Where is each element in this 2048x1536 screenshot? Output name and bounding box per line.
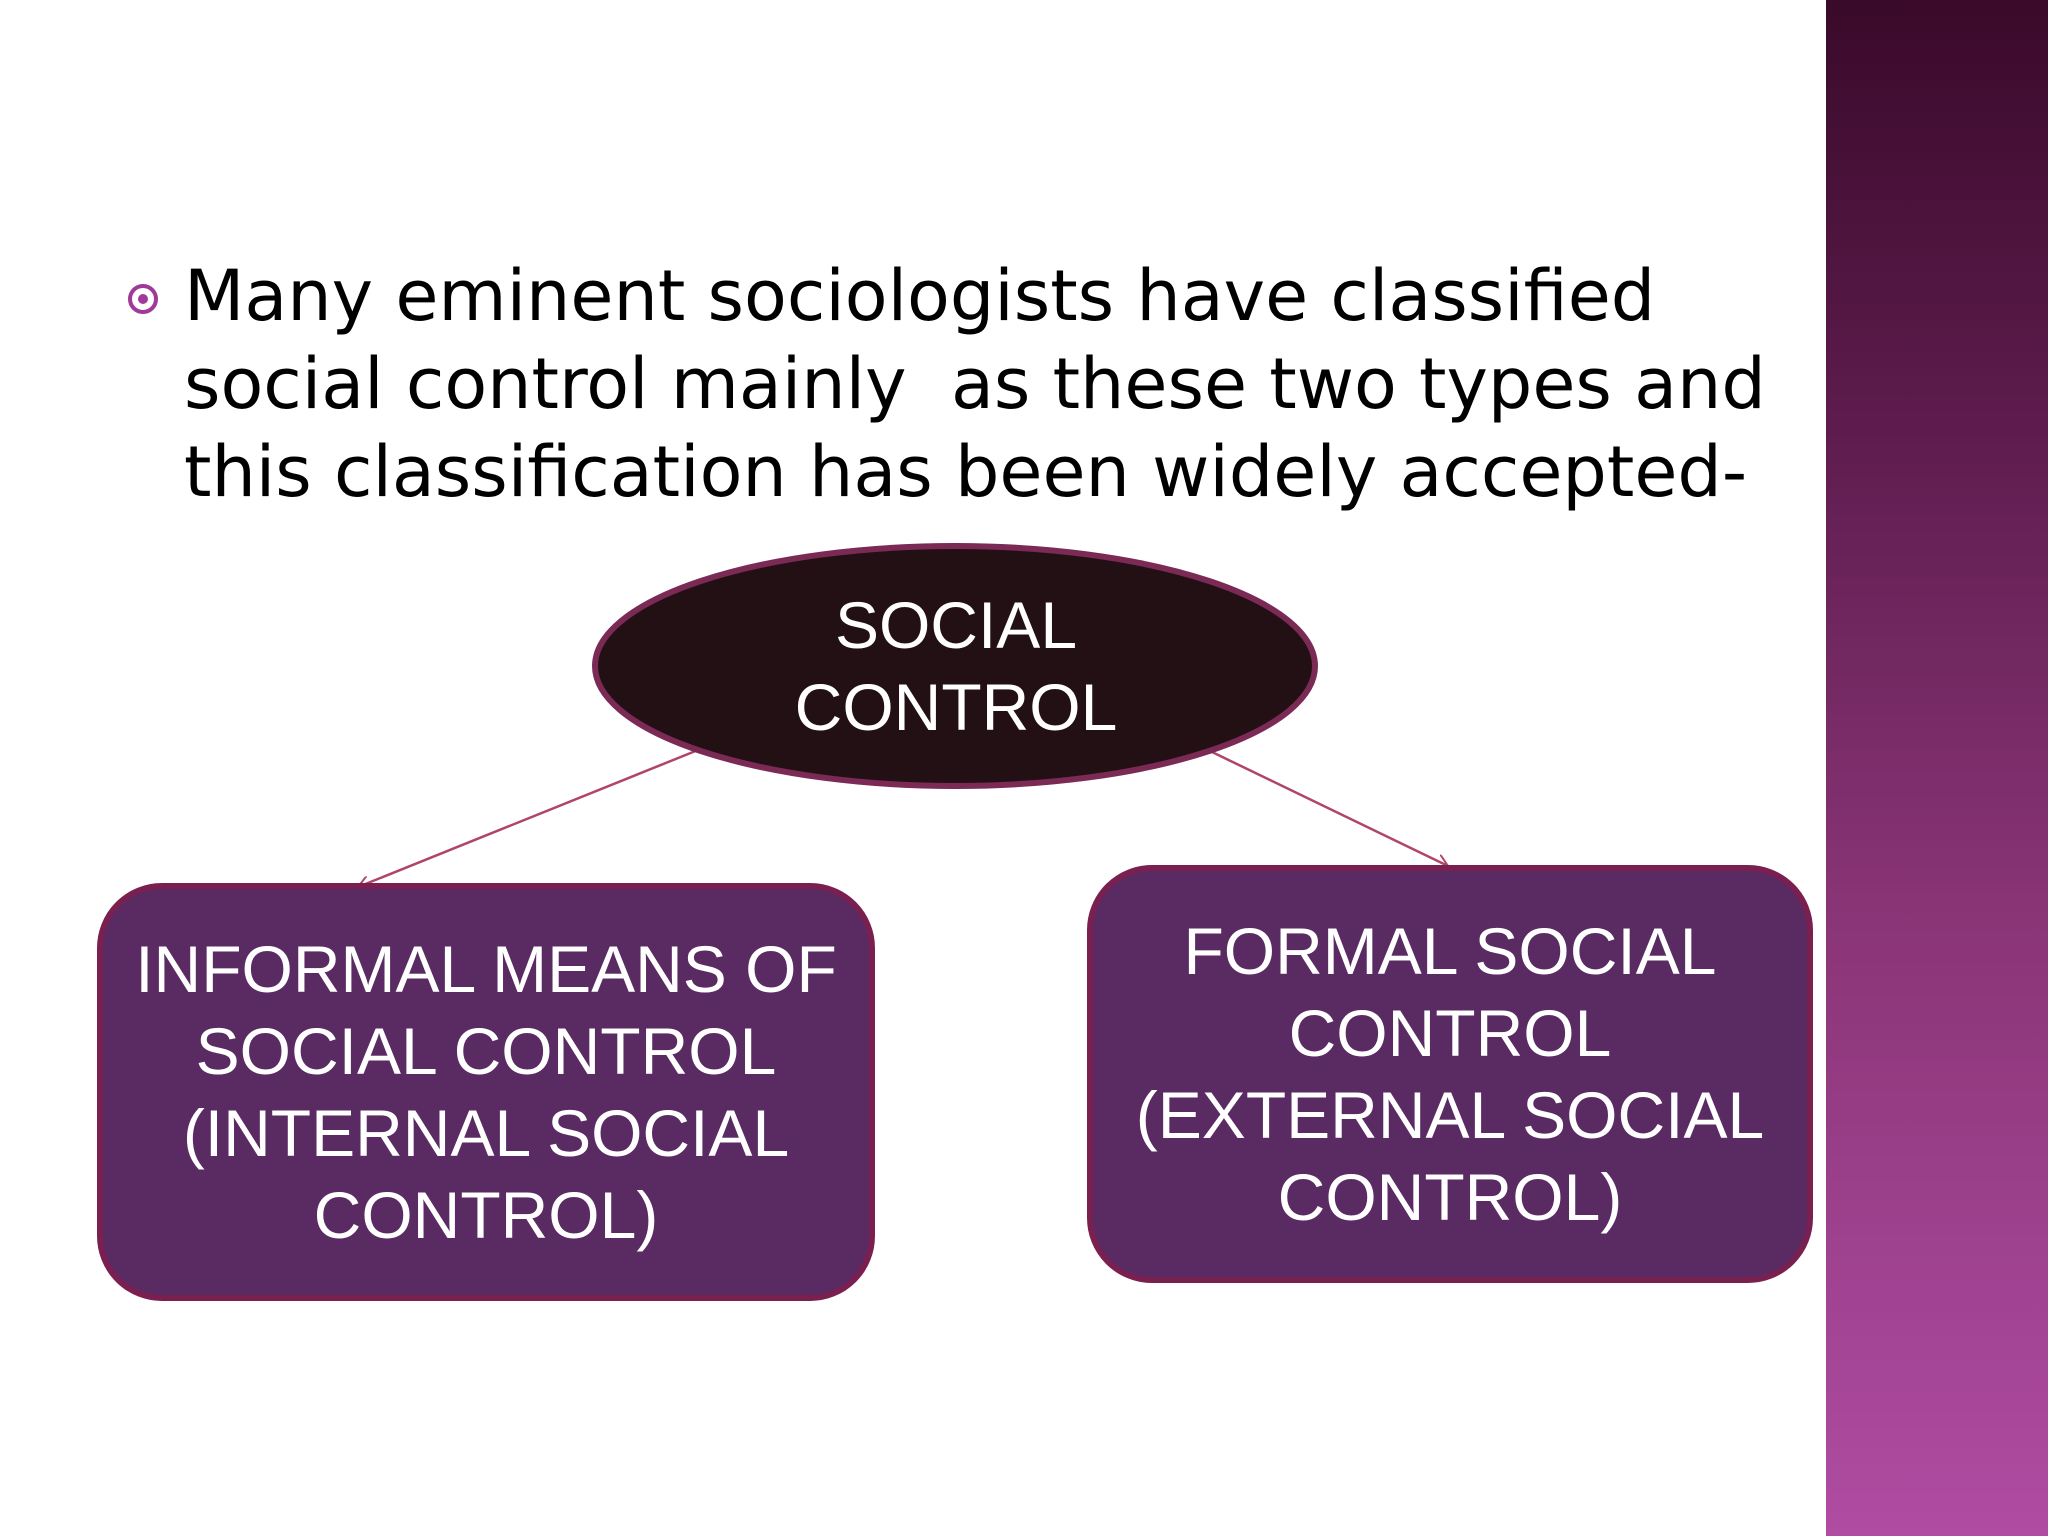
- right-node-label: FORMAL SOCIAL CONTROL (EXTERNAL SOCIAL C…: [1135, 914, 1765, 1234]
- circle-dot-bullet-icon: [128, 284, 158, 314]
- right-node-shape: [1087, 865, 1813, 1283]
- root-node-shape: [592, 543, 1318, 789]
- left-node-label: INFORMAL MEANS OF SOCIAL CONTROL (INTERN…: [135, 932, 837, 1252]
- bullet-dot: [138, 294, 148, 304]
- connector-right: [1211, 750, 1448, 866]
- left-node-shape: [97, 883, 875, 1301]
- intro-paragraph: Many eminent sociologists have classifie…: [184, 255, 1789, 513]
- decorative-side-band: [1826, 0, 2048, 1536]
- root-node-label: SOCIAL CONTROL: [794, 588, 1118, 744]
- connector-left: [358, 748, 699, 887]
